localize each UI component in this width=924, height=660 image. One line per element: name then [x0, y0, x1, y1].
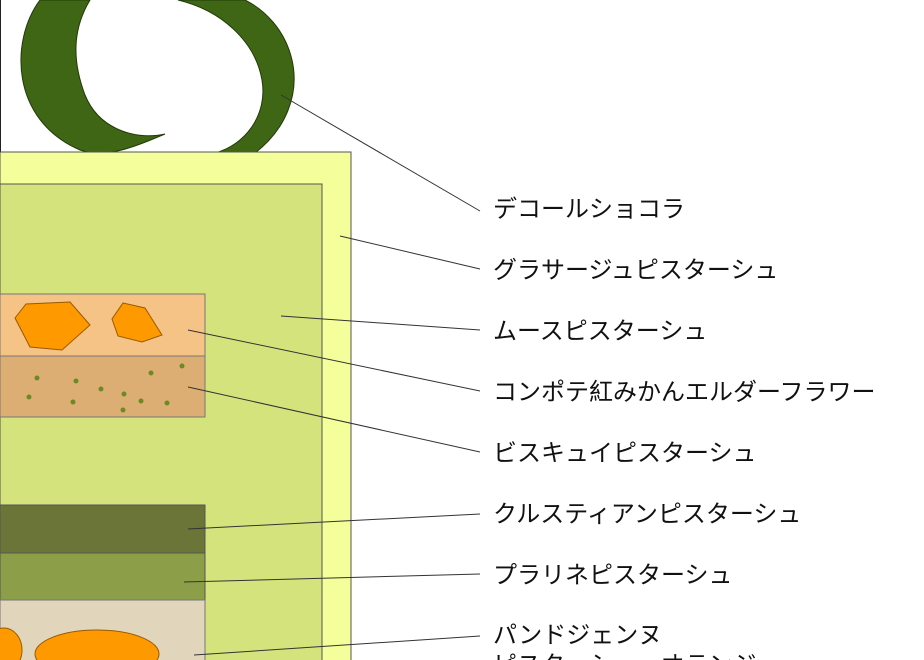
- leader-glaze: [339, 235, 481, 270]
- biscuit-dots: [26, 363, 185, 413]
- compote-piece: [14, 301, 91, 351]
- label-decor: デコールショコラ: [493, 195, 685, 223]
- leader-crousti: [187, 513, 481, 530]
- label-crousti: クルスティアンピスターシュ: [493, 500, 801, 528]
- compote-piece: [111, 302, 163, 343]
- label-biscuit: ビスキュイピスターシュ: [493, 439, 757, 467]
- label-praline: プラリネピスターシュ: [493, 561, 733, 589]
- label-mousse: ムースピスターシュ: [493, 317, 707, 345]
- leader-biscuit: [187, 386, 481, 453]
- leader-mousse: [280, 315, 481, 331]
- leader-compote: [187, 329, 481, 392]
- leader-decor: [280, 94, 481, 212]
- label-glaze: グラサージュピスターシュ: [493, 256, 778, 284]
- leader-pain: [193, 635, 481, 656]
- crousti-layer: [0, 504, 206, 554]
- biscuit-layer: [0, 355, 206, 418]
- decor-chocolate-right: [177, 0, 295, 154]
- label-compote: コンポテ紅みかんエルダーフラワー: [493, 378, 876, 406]
- leader-praline: [183, 573, 481, 583]
- label-pain-line2: ピスターシュ・オランジュ: [493, 651, 779, 660]
- pain-piece: [0, 627, 23, 660]
- praline-layer: [0, 552, 206, 601]
- label-pain-line1: パンドジェンヌ: [493, 621, 662, 649]
- pain-piece: [34, 629, 160, 660]
- decor-chocolate: [20, 0, 166, 154]
